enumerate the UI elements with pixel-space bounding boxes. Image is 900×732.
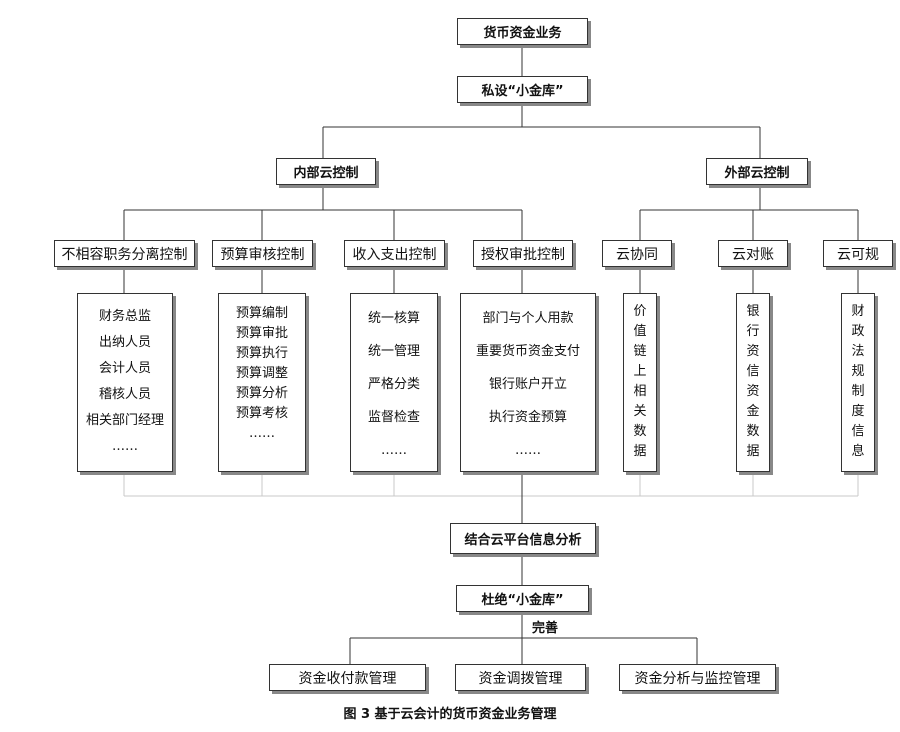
list-item: 重要货币资金支付 xyxy=(475,344,580,359)
figure-caption: 图 3 基于云会计的货币资金业务管理 xyxy=(343,707,557,722)
list-char: 规 xyxy=(851,364,865,379)
list-item: 预算编制 xyxy=(235,306,288,321)
list-char: 数 xyxy=(633,424,647,439)
list-char: 金 xyxy=(746,404,760,419)
fund-receipt-payment-box: 资金收付款管理 xyxy=(269,664,426,691)
list-char: 财 xyxy=(851,304,865,319)
group-title-authorization: 授权审批控制 xyxy=(473,240,573,267)
list-value-chain-data: 价 值 链 上 相 关 数 据 xyxy=(623,293,657,472)
list-char: 链 xyxy=(633,344,647,359)
list-char: 行 xyxy=(746,324,760,339)
list-item: 监督检查 xyxy=(367,410,420,425)
list-char: 关 xyxy=(633,404,647,419)
list-char: 度 xyxy=(851,404,865,419)
list-item: …… xyxy=(381,443,407,458)
list-item: 预算考核 xyxy=(235,406,288,421)
list-item: 财务总监 xyxy=(98,309,151,324)
list-item: 执行资金预算 xyxy=(488,410,567,425)
list-item: 出纳人员 xyxy=(98,335,151,350)
list-item: …… xyxy=(515,443,541,458)
list-char: 银 xyxy=(746,304,760,319)
eliminate-private-treasury-box: 杜绝“小金库” xyxy=(456,585,589,612)
list-item: 严格分类 xyxy=(367,377,420,392)
list-char: 资 xyxy=(746,344,760,359)
list-income: 统一核算 统一管理 严格分类 监督检查 …… xyxy=(350,293,438,472)
group-title-cloud-collaboration: 云协同 xyxy=(602,240,672,267)
list-item: 统一核算 xyxy=(367,311,420,326)
list-char: 据 xyxy=(746,444,760,459)
group-title-income: 收入支出控制 xyxy=(344,240,445,267)
list-item: …… xyxy=(249,426,275,441)
group-title-separation: 不相容职务分离控制 xyxy=(54,240,195,267)
list-item: 银行账户开立 xyxy=(488,377,567,392)
improve-note: 完善 xyxy=(532,621,559,636)
list-char: 据 xyxy=(633,444,647,459)
list-item: 预算执行 xyxy=(235,346,288,361)
fund-allocation-box: 资金调拨管理 xyxy=(455,664,586,691)
list-budget: 预算编制 预算审批 预算执行 预算调整 预算分析 预算考核 …… xyxy=(218,293,306,472)
list-item: 部门与个人用款 xyxy=(482,311,574,326)
internal-cloud-control-box: 内部云控制 xyxy=(276,158,376,185)
list-char: 息 xyxy=(851,444,865,459)
list-char: 相 xyxy=(633,384,647,399)
group-title-cloud-compliance: 云可规 xyxy=(823,240,893,267)
list-char: 信 xyxy=(851,424,865,439)
list-bank-credit-data: 银 行 资 信 资 金 数 据 xyxy=(736,293,770,472)
private-treasury-box: 私设“小金库” xyxy=(457,76,588,103)
list-item: 预算分析 xyxy=(235,386,288,401)
list-item: 会计人员 xyxy=(98,361,151,376)
list-char: 资 xyxy=(746,384,760,399)
group-title-cloud-reconciliation: 云对账 xyxy=(718,240,788,267)
list-char: 法 xyxy=(851,344,865,359)
list-char: 制 xyxy=(851,384,865,399)
list-char: 值 xyxy=(633,324,647,339)
list-item: 稽核人员 xyxy=(98,387,151,402)
list-char: 信 xyxy=(746,364,760,379)
group-title-budget: 预算审核控制 xyxy=(212,240,313,267)
list-char: 价 xyxy=(633,304,647,319)
list-separation: 财务总监 出纳人员 会计人员 稽核人员 相关部门经理 …… xyxy=(77,293,173,472)
list-fiscal-regulation-info: 财 政 法 规 制 度 信 息 xyxy=(841,293,875,472)
list-char: 上 xyxy=(633,364,647,379)
cloud-analysis-box: 结合云平台信息分析 xyxy=(450,523,596,554)
list-authorization: 部门与个人用款 重要货币资金支付 银行账户开立 执行资金预算 …… xyxy=(460,293,596,472)
list-item: 预算调整 xyxy=(235,366,288,381)
currency-fund-business-box: 货币资金业务 xyxy=(457,18,588,45)
list-item: 统一管理 xyxy=(367,344,420,359)
fund-analysis-monitoring-box: 资金分析与监控管理 xyxy=(619,664,776,691)
external-cloud-control-box: 外部云控制 xyxy=(706,158,808,185)
list-item: 相关部门经理 xyxy=(85,413,164,428)
list-item: …… xyxy=(112,439,138,454)
list-char: 数 xyxy=(746,424,760,439)
list-char: 政 xyxy=(851,324,865,339)
list-item: 预算审批 xyxy=(235,326,288,341)
